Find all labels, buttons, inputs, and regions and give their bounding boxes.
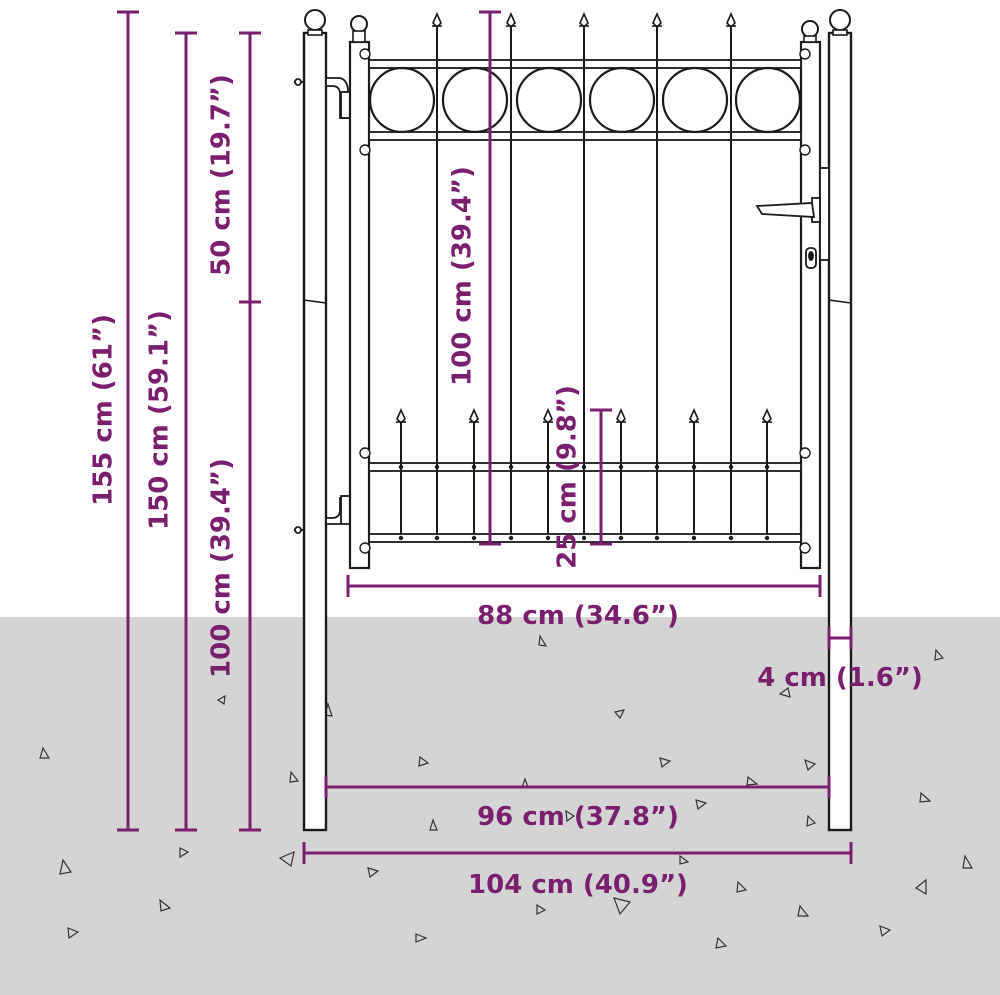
- gravel-marks: [39, 634, 974, 949]
- gate-latch: [755, 167, 830, 269]
- total-width-label: 104 cm (40.9”): [468, 870, 688, 900]
- dimension-labels: 155 cm (61”) 150 cm (59.1”) 50 cm (19.7”…: [89, 74, 923, 900]
- bar-rivets: [398, 464, 770, 541]
- inner-width-label: 96 cm (37.8”): [477, 802, 679, 832]
- total-height-label: 155 cm (61”): [89, 314, 119, 506]
- lower-section-label: 100 cm (39.4”): [207, 458, 237, 678]
- gate-width-label: 88 cm (34.6”): [477, 601, 679, 631]
- gate-right-stile: [799, 40, 822, 570]
- short-bars: [400, 428, 768, 534]
- left-post: [302, 31, 328, 832]
- rail-bolts: [359, 48, 811, 554]
- post-width-label: 4 cm (1.6”): [757, 663, 923, 693]
- tall-bars: [436, 28, 732, 534]
- gate-left-stile: [348, 40, 371, 570]
- left-post-cap: [304, 9, 326, 31]
- bottom-panel-label: 25 cm (9.8”): [553, 385, 583, 569]
- post-height-label: 150 cm (59.1”): [145, 310, 175, 530]
- right-post: [827, 31, 853, 832]
- dimension-lines: [117, 10, 853, 864]
- gate-height-label: 100 cm (39.4”): [448, 166, 478, 386]
- upper-section-label: 50 cm (19.7”): [207, 74, 237, 276]
- tall-bar-spears: [431, 13, 737, 45]
- right-post-cap: [829, 9, 851, 31]
